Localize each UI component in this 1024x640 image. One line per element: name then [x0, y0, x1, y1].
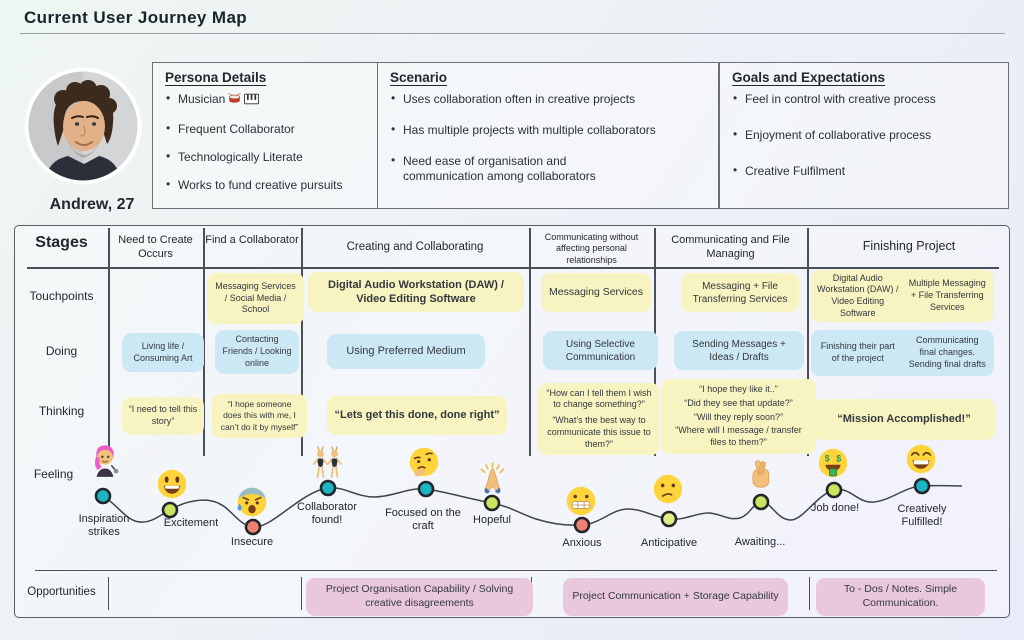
feeling-label: Insecure	[230, 536, 274, 548]
goal-item: Enjoyment of collaborative process	[732, 127, 998, 143]
column-divider	[108, 228, 110, 456]
thinking-box: “I hope someone does this with me, I can…	[212, 394, 307, 438]
scenario-item: Has multiple projects with multiple coll…	[390, 122, 708, 138]
touchpoint-box: Messaging + File Transferring Services	[681, 273, 799, 312]
opportunity-box: Project Organisation Capability / Solvin…	[306, 578, 533, 616]
touchpoint-box: Digital Audio Workstation (DAW) / Video …	[308, 272, 524, 312]
avatar-portrait	[24, 67, 142, 185]
svg-text:$: $	[836, 454, 841, 464]
header-divider	[27, 267, 999, 269]
page-title: Current User Journey Map	[24, 8, 248, 27]
column-header-finishing: Finishing Project	[862, 239, 956, 253]
touchpoint-box: Digital Audio Workstation (DAW) / Video …	[811, 270, 994, 322]
row-label-touchpoints: Touchpoints	[29, 289, 94, 303]
feeling-label: Inspiration strikes	[78, 513, 130, 539]
anxious-face-with-sweat-icon	[236, 486, 268, 523]
opportunities-tick	[108, 577, 110, 610]
feeling-label: Excitement	[163, 517, 219, 529]
doing-box: Sending Messages + Ideas / Drafts	[674, 331, 804, 370]
goals-panel: Goals and Expectations Feel in control w…	[719, 62, 1009, 209]
row-label-feeling: Feeling	[33, 467, 74, 481]
goal-item: Feel in control with creative process	[732, 91, 998, 107]
grinning-face-icon	[156, 468, 188, 505]
crossed-fingers-icon	[744, 457, 776, 494]
persona-detail-item: Technologically Literate	[165, 149, 367, 165]
opportunities-divider	[35, 570, 997, 572]
column-divider	[301, 228, 303, 456]
opportunities-tick	[809, 577, 811, 610]
scenario-item: Need ease of organisation and communicat…	[390, 153, 643, 184]
goals-heading: Goals and Expectations	[732, 70, 886, 85]
doing-box: Using Preferred Medium	[327, 334, 485, 369]
thinking-face-icon	[408, 446, 440, 483]
row-label-opportunities: Opportunities	[27, 586, 96, 598]
feeling-label: Job done!	[810, 502, 860, 514]
persona-details-panel: Persona Details Musician Frequent Collab…	[152, 62, 378, 209]
thinking-box: “How can I tell them I wish to change so…	[538, 383, 660, 455]
column-header-comm-file: Communicating and File Managing	[671, 234, 790, 260]
thinking-box: “Lets get this done, done right”	[327, 396, 507, 435]
doing-box: Contacting Friends / Looking online	[215, 330, 299, 374]
opportunity-box: Project Communication + Storage Capabili…	[563, 578, 788, 616]
column-header-comm-personal: Communicating without affecting personal…	[544, 232, 639, 265]
feeling-label: Anxious	[562, 537, 602, 549]
svg-text:$: $	[825, 454, 830, 464]
persona-detail-item: Frequent Collaborator	[165, 121, 367, 137]
folded-hands-icon	[476, 461, 509, 499]
feeling-label: Focused on the craft	[385, 507, 461, 533]
grimacing-face-icon	[565, 485, 597, 522]
stages-header: Stages	[35, 234, 88, 251]
row-label-doing: Doing	[45, 344, 78, 358]
feeling-label: Creatively Fulfilled!	[897, 503, 947, 529]
feeling-label: Awaiting...	[734, 536, 786, 548]
scenario-heading: Scenario	[390, 70, 448, 85]
doing-box: Using Selective Communication	[543, 331, 658, 370]
avatar	[23, 66, 143, 191]
opportunities-tick	[301, 577, 303, 610]
goal-item: Creative Fulfilment	[732, 163, 998, 179]
feeling-label: Hopeful	[473, 514, 511, 526]
confused-face-icon	[652, 473, 684, 510]
feeling-label: Anticipative	[640, 537, 698, 549]
touchpoint-box: Messaging Services	[541, 273, 651, 312]
column-divider	[807, 228, 809, 456]
persona-details-heading: Persona Details	[165, 70, 267, 85]
title-divider	[20, 33, 1005, 34]
column-header-find: Find a Collaborator	[205, 234, 299, 246]
feeling-label: Collaborator found!	[297, 501, 357, 527]
row-label-thinking: Thinking	[38, 404, 85, 418]
column-divider	[529, 228, 531, 456]
money-mouth-face-icon: $$	[817, 447, 849, 484]
people-with-bunny-ears-icon	[309, 446, 346, 486]
persona-detail-item: Musician	[165, 91, 367, 109]
musical-keyboard-icon	[244, 93, 260, 109]
opportunity-box: To - Dos / Notes. Simple Communication.	[816, 578, 985, 616]
scenario-panel: Scenario Uses collaboration often in cre…	[377, 62, 719, 209]
persona-detail-item: Works to fund creative pursuits	[165, 177, 367, 193]
beaming-face-icon	[905, 443, 937, 480]
touchpoint-box: Messaging Services / Social Media / Scho…	[207, 273, 304, 324]
persona-name: Andrew, 27	[49, 196, 135, 213]
scenario-item: Uses collaboration often in creative pro…	[390, 91, 708, 107]
woman-singer-icon	[86, 441, 124, 484]
thinking-box: “Mission Accomplished!”	[813, 399, 995, 440]
column-header-creating: Creating and Collaborating	[346, 241, 484, 253]
doing-box: Living life / Consuming Art	[122, 333, 204, 372]
column-header-need: Need to Create Occurs	[118, 234, 193, 260]
journey-table: Stages Need to Create Occurs Find a Coll…	[14, 225, 1010, 618]
drum-icon	[227, 92, 242, 109]
thinking-box: “I need to tell this story”	[122, 397, 204, 435]
thinking-box: “I hope they like it..”“Did they see tha…	[661, 379, 816, 454]
